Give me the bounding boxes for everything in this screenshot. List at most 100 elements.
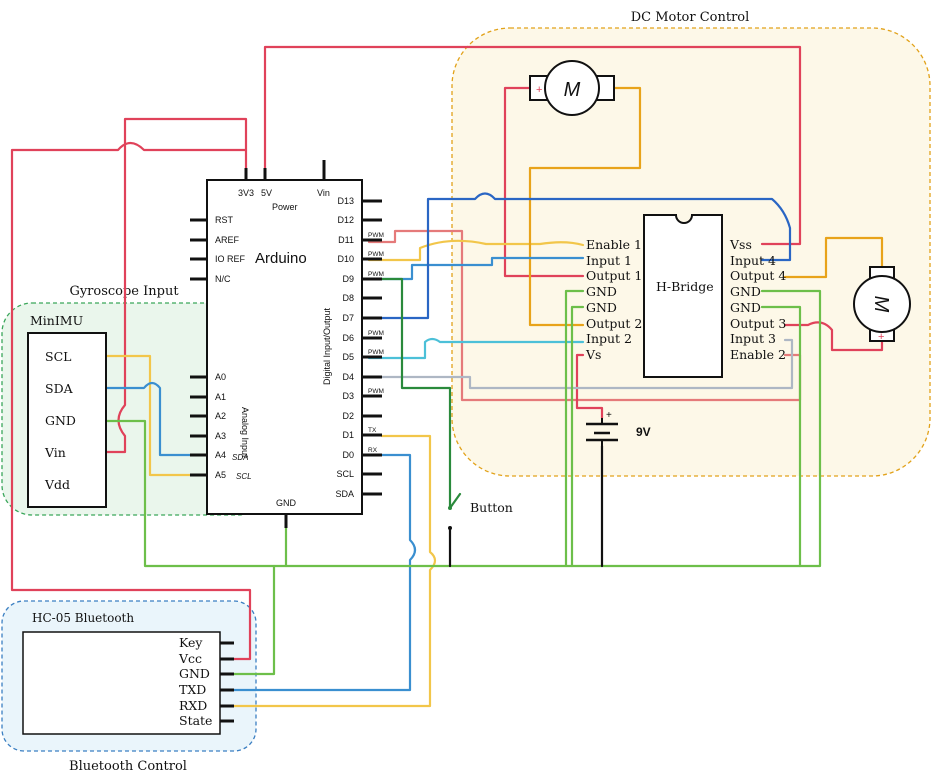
pin-a5-label: A5 — [215, 470, 226, 480]
analog-pins: A0 A1 A2 A3 A4 A5 SDA SCL Analog Input — [190, 372, 252, 481]
wire-vs-battery — [575, 353, 604, 420]
pin-d2-label: D2 — [342, 411, 354, 421]
pwm-tag-d6: PWM — [368, 330, 384, 337]
minimu-pin-vdd: Vdd — [44, 477, 70, 492]
pin-sda-label: SDA — [335, 489, 354, 499]
hb-left-enable1: Enable 1 — [586, 237, 642, 252]
digital-io-label: Digital Input/Output — [322, 307, 332, 385]
motor-a: M + — [529, 60, 615, 116]
power-label: Power — [272, 202, 298, 212]
left-pins: RST AREF IO REF N/C — [190, 215, 246, 284]
hc05-module: HC-05 Bluetooth Key Vcc GND TXD RXD Stat… — [22, 611, 234, 735]
battery-plus: + — [606, 410, 612, 421]
hb-left-vs: Vs — [585, 347, 601, 362]
pin-d11-label: D11 — [338, 235, 354, 245]
push-button: Button — [448, 500, 513, 530]
hb-right-gnd2: GND — [730, 300, 761, 315]
pin-d13-label: D13 — [337, 196, 354, 206]
bt-pin-rxd: RXD — [179, 698, 207, 713]
hb-right-output3: Output 3 — [730, 316, 786, 331]
pin-d12-label: D12 — [337, 215, 354, 225]
wire-d8-button — [367, 277, 452, 510]
arduino-gnd-label: GND — [276, 498, 297, 508]
pin-a1-label: A1 — [215, 392, 226, 402]
hbridge-chip: H-Bridge Enable 1 Input 1 Output 1 GND G… — [585, 214, 786, 378]
motor-b-symbol: M — [870, 296, 892, 313]
hb-left-gnd1: GND — [586, 284, 617, 299]
pwm-tag-d11: PWM — [368, 232, 384, 239]
hb-right-input3: Input 3 — [730, 331, 776, 346]
hb-right-gnd1: GND — [730, 284, 761, 299]
motor-b-plus: + — [878, 331, 884, 343]
rx-tag: RX — [368, 447, 378, 454]
minimu-title: MinIMU — [30, 313, 83, 328]
pin-a0-label: A0 — [215, 372, 226, 382]
wire-d10-enable1 — [367, 239, 585, 262]
hb-left-gnd2: GND — [586, 300, 617, 315]
pin-vin-label: Vin — [317, 188, 330, 198]
wire-d4-input3 — [367, 338, 794, 390]
wire-d5-input2 — [367, 337, 585, 360]
pin-d7-label: D7 — [342, 313, 354, 323]
hb-right-enable2: Enable 2 — [730, 347, 786, 362]
tx-tag: TX — [368, 427, 377, 434]
pin-d0-label: D0 — [342, 450, 354, 460]
minimu-pin-gnd: GND — [45, 413, 76, 428]
motor-a-plus: + — [536, 84, 542, 96]
wire-txd-d0 — [232, 453, 417, 692]
wire-5v-vss — [263, 45, 802, 246]
right-pins: D13 D12 D11 D10 D9 D8 D7 D6 D5 D4 D3 D2 … — [335, 196, 383, 499]
minimu-pin-scl: SCL — [45, 349, 71, 364]
pin-d3-label: D3 — [342, 391, 354, 401]
motor-a-symbol: M — [564, 79, 581, 101]
bt-pin-txd: TXD — [179, 682, 206, 697]
minimu-module: MinIMU SCL SDA GND Vin Vdd — [27, 313, 107, 508]
pin-d6-label: D6 — [342, 333, 354, 343]
bt-pin-vcc: Vcc — [178, 651, 202, 666]
wire-5v-minimu-vin — [104, 117, 248, 454]
bt-pin-key: Key — [179, 635, 203, 650]
wire-output3-motorb — [783, 321, 884, 352]
hc05-title: HC-05 Bluetooth — [32, 611, 134, 625]
pwm-tag-d3: PWM — [368, 388, 384, 395]
pwm-tag-d10: PWM — [368, 251, 384, 258]
arduino-board: 3V3 5V Vin Power Arduino RST AREF IO REF… — [190, 160, 384, 528]
analog-input-label: Analog Input — [240, 407, 250, 458]
motor-b: M + — [853, 266, 911, 343]
wire-scl-a5 — [104, 354, 194, 477]
hb-right-output4: Output 4 — [730, 268, 786, 283]
wire-output4-motorb — [783, 236, 884, 279]
wire-output1-motora — [503, 86, 585, 278]
wire-gnd-hbridge-left1 — [564, 289, 585, 568]
battery-label: 9V — [636, 425, 651, 439]
pin-3v3-label: 3V3 — [238, 188, 254, 198]
pin-d5-label: D5 — [342, 352, 354, 362]
wire-d7-input4 — [367, 192, 792, 320]
wire-gnd-hbridge-left2 — [570, 305, 585, 568]
hb-right-input4: Input 4 — [730, 253, 776, 268]
wire-sda-a4 — [104, 381, 194, 457]
wire-output2-motora — [528, 86, 642, 327]
pin-a3-label: A3 — [215, 431, 226, 441]
pin-nc-label: N/C — [215, 274, 231, 284]
hb-left-output2: Output 2 — [586, 316, 642, 331]
arduino-title: Arduino — [255, 250, 307, 267]
pin-a2-label: A2 — [215, 411, 226, 421]
hb-right-vss: Vss — [729, 237, 752, 252]
wire-button-lead — [448, 492, 462, 510]
hbridge-title: H-Bridge — [656, 279, 714, 294]
handwritten-sda: SDA — [232, 453, 248, 462]
bt-pin-gnd: GND — [179, 666, 210, 681]
hb-left-output1: Output 1 — [586, 268, 642, 283]
button-label: Button — [470, 500, 513, 515]
pwm-tag-d9: PWM — [368, 271, 384, 278]
wire-gnd-bt — [232, 564, 276, 676]
pin-scl-label: SCL — [336, 469, 354, 479]
pwm-tag-d5: PWM — [368, 349, 384, 356]
pin-d1-label: D1 — [342, 430, 354, 440]
pin-d4-label: D4 — [342, 372, 354, 382]
bluetooth-control-title: Bluetooth Control — [69, 759, 187, 774]
minimu-pin-vin: Vin — [44, 445, 66, 460]
pin-aref-label: AREF — [215, 235, 240, 245]
